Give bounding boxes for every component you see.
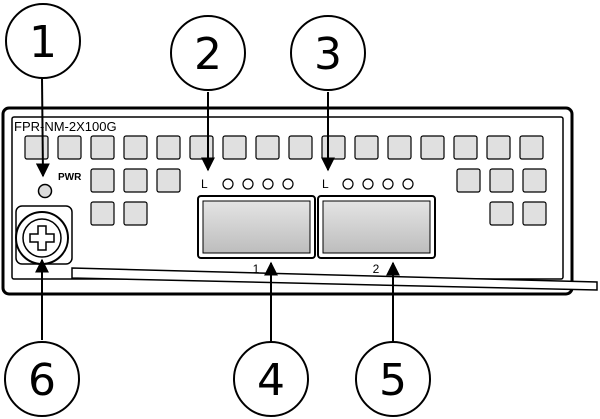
ejector-rail (71, 267, 598, 291)
vent-slot (222, 135, 247, 160)
vent-slot (90, 201, 115, 226)
callout-3: 3 (290, 15, 366, 91)
callout-6: 6 (4, 341, 80, 417)
led-2a (342, 178, 354, 190)
vent-slot (453, 135, 478, 160)
link-label-2: L (322, 177, 329, 191)
callout-5-number: 5 (379, 355, 407, 406)
callout-4: 4 (233, 341, 309, 417)
callout-6-number: 6 (28, 355, 56, 406)
power-led (37, 183, 53, 199)
model-label: FPR-NM-2X100G (14, 119, 117, 134)
leader-1 (35, 77, 50, 178)
led-1d (282, 178, 294, 190)
vent-slot (123, 135, 148, 160)
callout-1: 1 (5, 3, 81, 79)
vent-slot (57, 135, 82, 160)
callout-2-number: 2 (194, 29, 222, 80)
callout-leaders (35, 77, 400, 351)
power-label: PWR (58, 172, 82, 183)
callout-1-number: 1 (29, 17, 57, 68)
led-2d (402, 178, 414, 190)
callout-5: 5 (355, 341, 431, 417)
vent-slot (123, 168, 148, 193)
led-2c (382, 178, 394, 190)
vent-slot (519, 135, 544, 160)
port-2-label: 2 (373, 262, 380, 276)
port-1[interactable] (197, 195, 316, 259)
vent-slot (90, 135, 115, 160)
port-2-opening (322, 200, 431, 254)
callout-2: 2 (170, 15, 246, 91)
vent-slot (486, 135, 511, 160)
vent-slot (24, 135, 49, 160)
vent-slot (123, 201, 148, 226)
port-1-label: 1 (253, 262, 260, 276)
vent-slot (522, 168, 547, 193)
vent-slot (90, 168, 115, 193)
vent-slot (156, 168, 181, 193)
plus-icon (29, 225, 55, 251)
vent-slot (189, 135, 214, 160)
vent-slot (456, 168, 481, 193)
vent-slot (255, 135, 280, 160)
vent-slot (489, 168, 514, 193)
vent-slot (156, 135, 181, 160)
link-label-1: L (201, 177, 208, 191)
vent-slot (387, 135, 412, 160)
vent-slot (354, 135, 379, 160)
vent-slot (420, 135, 445, 160)
led-1b (242, 178, 254, 190)
led-1c (262, 178, 274, 190)
vent-slot (288, 135, 313, 160)
led-2b (362, 178, 374, 190)
callout-4-number: 4 (257, 355, 285, 406)
led-1a (222, 178, 234, 190)
port-2[interactable] (317, 195, 436, 259)
callout-3-number: 3 (314, 29, 342, 80)
captive-screw[interactable] (15, 205, 73, 265)
vent-slot (522, 201, 547, 226)
port-1-opening (202, 200, 311, 254)
vent-slot (489, 201, 514, 226)
vent-slot (321, 135, 346, 160)
